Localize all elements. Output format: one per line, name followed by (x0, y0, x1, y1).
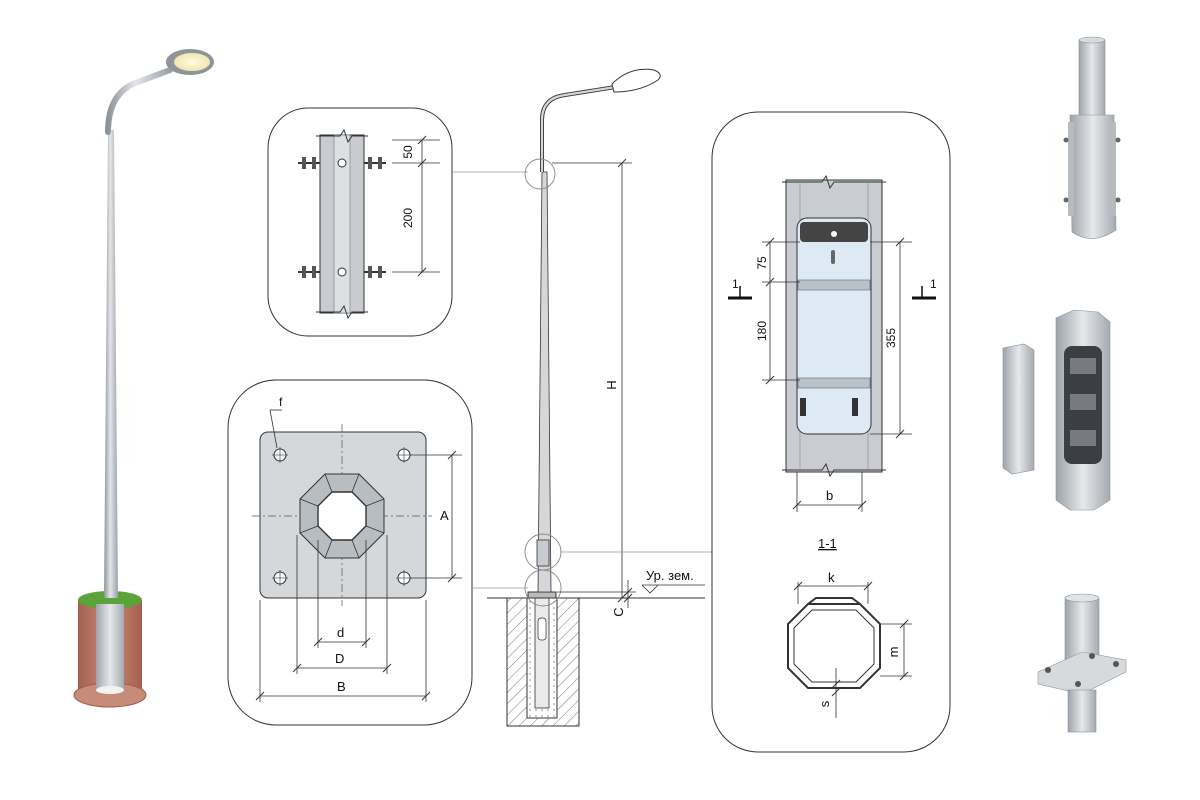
bolt-row-lower (298, 266, 386, 278)
label-k: k (828, 570, 835, 585)
pole-arm (105, 67, 173, 135)
ground-level-label: Ур. зем. (646, 568, 694, 583)
label-b: b (826, 488, 833, 503)
label-C: C (611, 607, 626, 616)
label-d: d (337, 625, 344, 640)
label-B: B (337, 679, 346, 694)
dim-200-label: 200 (401, 208, 415, 228)
label-D: D (335, 651, 344, 666)
flange-bolt-holes (272, 447, 412, 586)
render-3d-flange (1037, 593, 1127, 733)
dim-355-label: 355 (884, 328, 898, 348)
label-f: f (279, 395, 283, 409)
detail-flange: f A d D B (227, 379, 528, 726)
label-m: m (886, 647, 901, 658)
render-3d-hatch (1002, 309, 1111, 511)
pole-3d-view (73, 49, 214, 708)
dim-180-label: 180 (755, 321, 769, 341)
section-mark-left: 1 (732, 277, 739, 291)
section-mark-right: 1 (930, 277, 937, 291)
lamp-head-3d (166, 49, 214, 75)
dim-50-label: 50 (401, 145, 415, 159)
detail-hatch: 75 180 355 1 1 b (711, 111, 951, 753)
section-title: 1-1 (818, 536, 837, 551)
detail-top-joint: 50 200 (267, 107, 528, 337)
render-3d-top-joint (1063, 36, 1121, 239)
dim-75-label: 75 (755, 256, 769, 270)
pole-elevation: H C Ур. зем. (487, 68, 712, 727)
pole-shaft (104, 130, 118, 598)
label-A: A (440, 508, 449, 523)
label-H: H (604, 380, 619, 389)
label-s: s (817, 700, 832, 707)
section-1-1: 1-1 k m s (787, 536, 912, 718)
bolt-row-upper (298, 157, 386, 169)
foundation-3d (73, 591, 147, 708)
